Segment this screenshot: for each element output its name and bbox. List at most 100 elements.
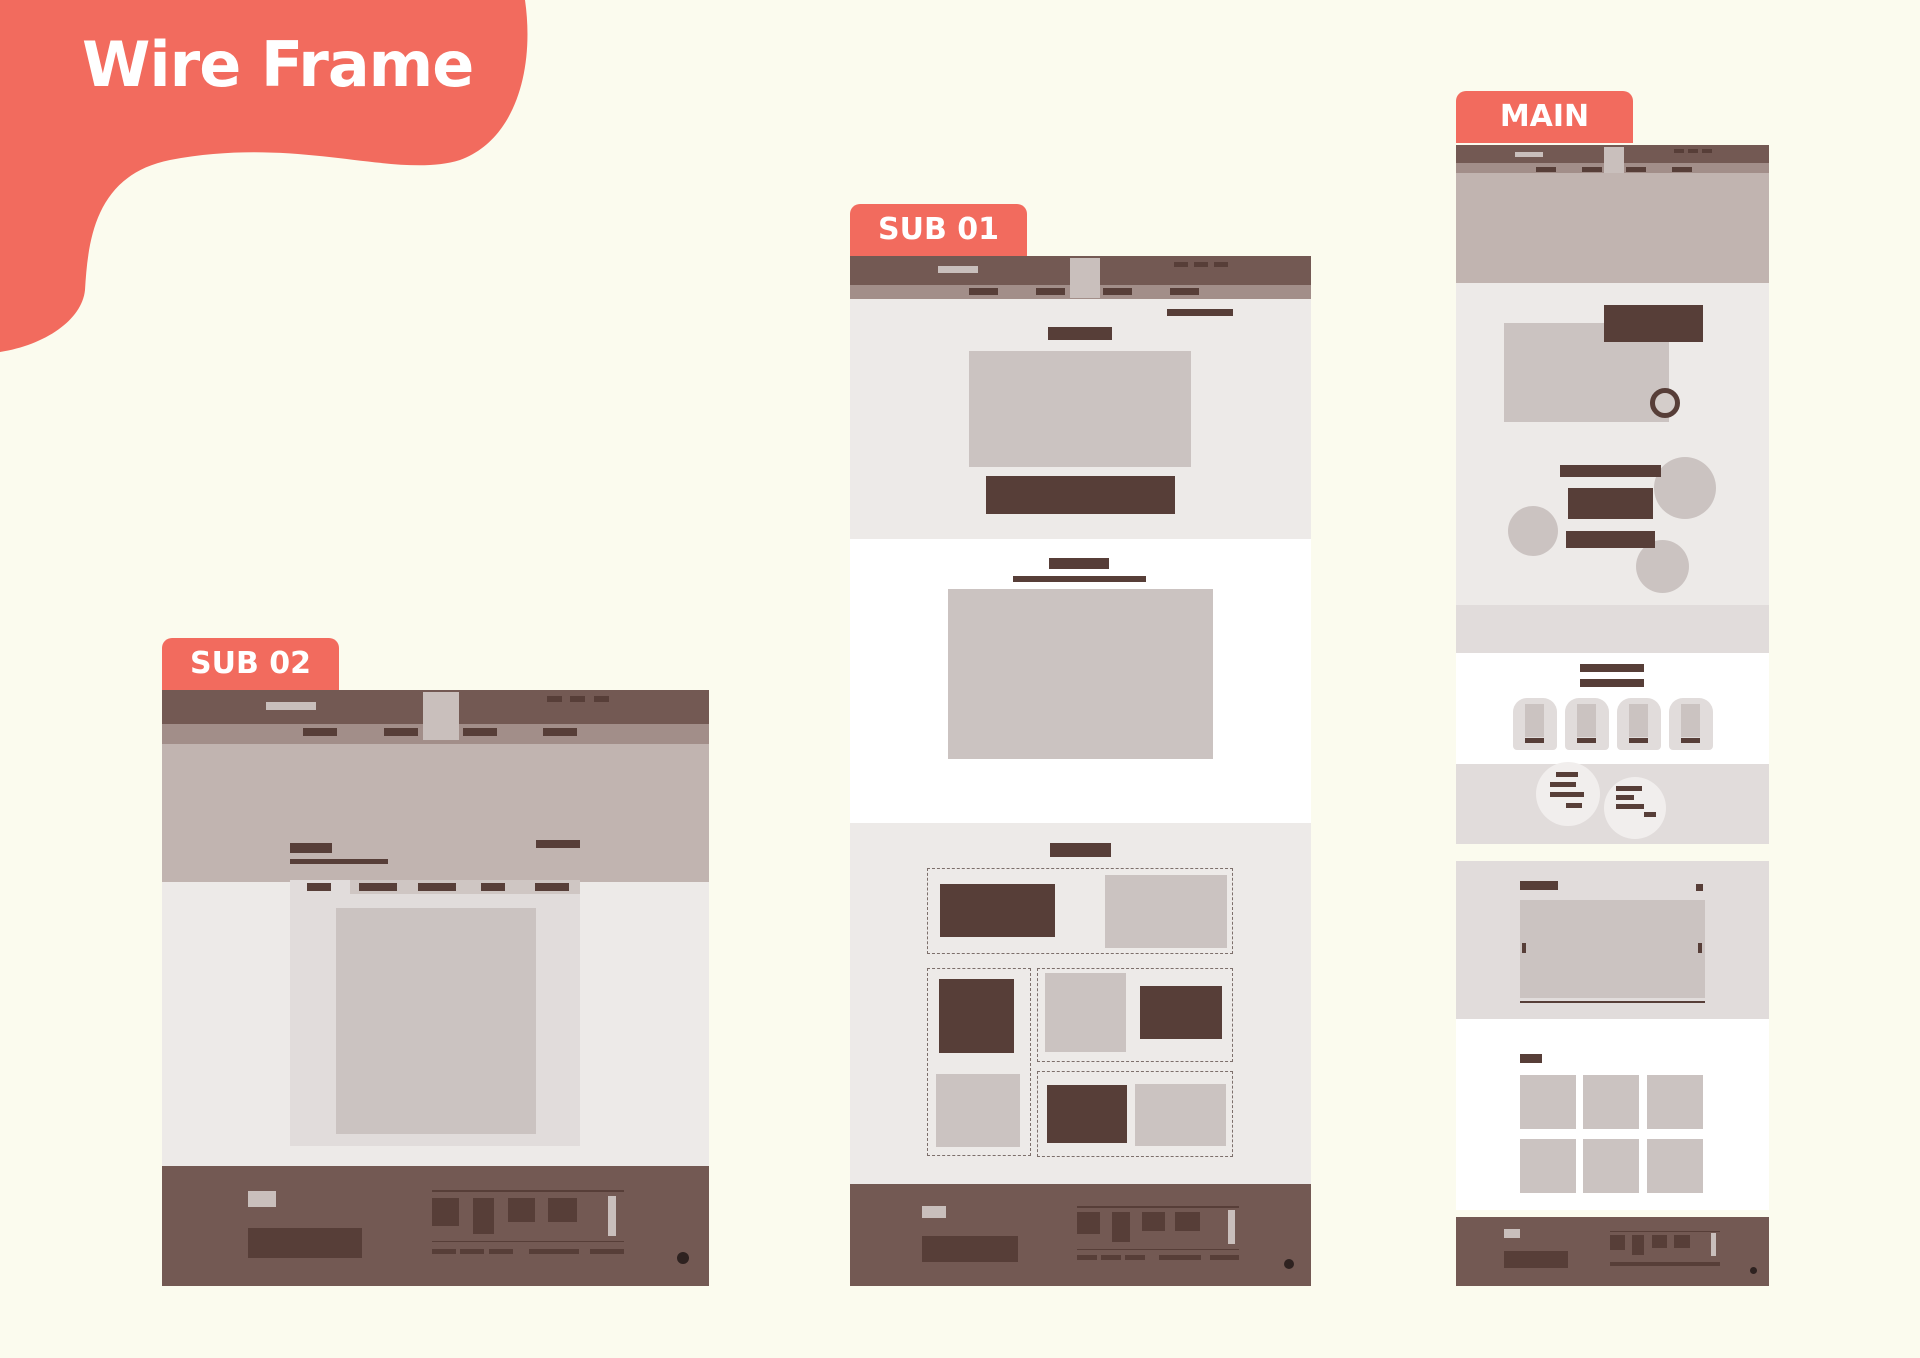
util-link: [1688, 149, 1698, 153]
footer-tile: [1142, 1212, 1165, 1231]
footer-tile: [508, 1198, 535, 1222]
footer-rule: [1077, 1249, 1239, 1250]
coral-blob-shape: [0, 0, 528, 352]
footer-rule: [432, 1241, 624, 1242]
card-dark: [939, 979, 1014, 1053]
footer-link: [1101, 1255, 1121, 1260]
footer-tile: [1610, 1235, 1625, 1250]
footer-tile: [1652, 1235, 1667, 1248]
section-title: [1048, 327, 1112, 340]
section-title: [1050, 843, 1111, 857]
grid-tile: [1647, 1075, 1703, 1129]
card-image: [1045, 973, 1126, 1052]
util-link: [1702, 149, 1712, 153]
review-line: [1616, 786, 1642, 791]
wireframe-sub02: [162, 690, 709, 1286]
footer-link: [1610, 1262, 1720, 1266]
tab-main[interactable]: MAIN: [1456, 91, 1633, 143]
nav-item: [1103, 288, 1132, 295]
footer-sidebar: [1711, 1233, 1716, 1256]
deco-circle: [1636, 540, 1689, 593]
footer: [850, 1184, 1311, 1286]
nav-item: [969, 288, 998, 295]
deco-circle: [1654, 457, 1716, 519]
hero-banner: [1456, 173, 1769, 283]
section-title: [1580, 664, 1644, 672]
footer-link: [432, 1249, 456, 1254]
content-subtitle: [290, 859, 388, 864]
footer-link: [529, 1249, 579, 1254]
logo-placeholder: [266, 702, 316, 710]
section-title: [1049, 558, 1109, 569]
footer: [1456, 1217, 1769, 1286]
image-placeholder: [969, 351, 1191, 467]
nav-item: [1626, 167, 1646, 172]
review-line: [1616, 804, 1644, 809]
grid-tile: [1520, 1075, 1576, 1129]
card-group: [1037, 968, 1233, 1062]
wireframe-sub01: [850, 256, 1311, 1286]
wireframe-main: [1456, 145, 1769, 1286]
content-title: [290, 843, 332, 853]
next-arrow-icon: [1698, 943, 1702, 953]
card-group: [927, 868, 1233, 954]
deco-circle: [1508, 506, 1558, 556]
footer-logo: [1504, 1229, 1520, 1238]
tab-sub01[interactable]: SUB 01: [850, 204, 1027, 256]
util-link: [1674, 149, 1684, 153]
review-line: [1566, 803, 1582, 808]
nav-item: [384, 728, 418, 736]
card-image: [936, 1074, 1020, 1147]
product-label: [1525, 738, 1544, 743]
product-label: [1577, 738, 1596, 743]
center-logo-block: [1070, 258, 1100, 298]
footer-rule: [432, 1190, 624, 1192]
card-image: [1135, 1084, 1226, 1146]
footer-link: [590, 1249, 624, 1254]
footer-block: [1504, 1251, 1568, 1268]
card-dark: [940, 884, 1055, 937]
feature-block: [1604, 305, 1703, 342]
center-logo-block: [1604, 147, 1624, 173]
footer-link: [1077, 1255, 1097, 1260]
review-line: [1644, 812, 1656, 817]
feature-block: [1568, 488, 1653, 519]
product-label: [1629, 738, 1648, 743]
feature-block: [1566, 531, 1655, 548]
tab-item: [535, 883, 569, 891]
grid-tile: [1583, 1075, 1639, 1129]
card-dark: [1047, 1085, 1127, 1143]
footer-rule: [1077, 1206, 1239, 1208]
card-group: [927, 968, 1031, 1156]
footer-tile: [1112, 1212, 1130, 1242]
tab-sub02[interactable]: SUB 02: [162, 638, 339, 690]
image-placeholder: [336, 908, 536, 1134]
card-group: [1037, 1071, 1233, 1157]
scroll-top-button: [1284, 1259, 1294, 1269]
util-link: [547, 696, 562, 702]
slider-image: [1520, 900, 1705, 998]
footer-logo: [922, 1206, 946, 1218]
logo-placeholder: [938, 266, 978, 273]
review-line: [1616, 795, 1634, 800]
footer-link: [1159, 1255, 1201, 1260]
logo-placeholder: [1515, 152, 1543, 157]
tab-item: [481, 883, 505, 891]
product-label: [1681, 738, 1700, 743]
feature-title: [1560, 465, 1661, 477]
slider-progress: [1520, 1001, 1705, 1003]
tab-item: [307, 883, 331, 891]
page-title: Wire Frame: [82, 28, 474, 101]
review-line: [1556, 772, 1578, 777]
image-placeholder: [948, 589, 1213, 759]
card-dark: [1140, 986, 1222, 1039]
card-image: [1105, 875, 1227, 948]
section-subtitle: [1013, 576, 1146, 582]
footer-tile: [1632, 1235, 1644, 1255]
product-image: [1681, 704, 1700, 737]
footer-logo: [248, 1191, 276, 1207]
divider-band: [1456, 605, 1769, 653]
nav-item: [303, 728, 337, 736]
footer-tile: [473, 1198, 494, 1234]
tab-item: [359, 883, 397, 891]
